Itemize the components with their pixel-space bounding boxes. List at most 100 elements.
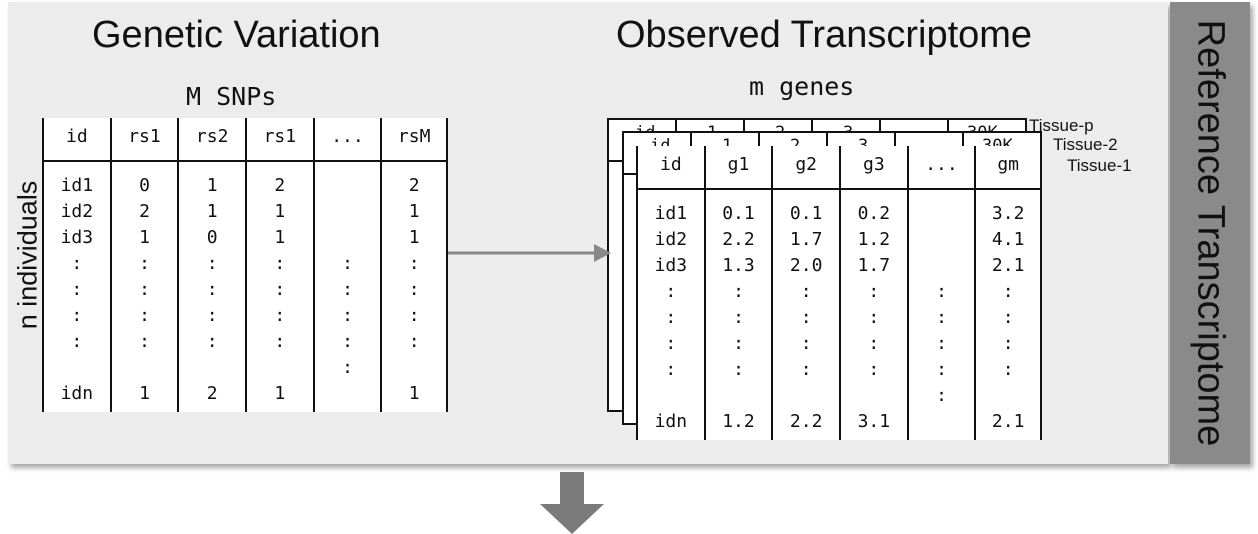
expression-cell: : [800, 281, 812, 302]
expression-cell: : [733, 307, 744, 328]
snp-cell: : [274, 331, 286, 352]
snp-cell: 2 [206, 383, 218, 404]
snp-cell: : [71, 253, 83, 274]
snp-cell: 2 [139, 201, 150, 222]
prediction-arrow [448, 244, 611, 262]
snp-cell: : [139, 305, 150, 326]
expression-cell: : [936, 333, 947, 354]
snp-count-label: M SNPs [186, 82, 277, 111]
snp-cell: : [408, 253, 420, 274]
expression-cell: 2.1 [991, 411, 1025, 432]
snp-cell: 1 [139, 227, 150, 248]
snp-cell: 0 [139, 175, 150, 196]
snp-cell: : [408, 331, 420, 352]
gene-count-label: m genes [749, 72, 855, 101]
expression-cell: 2.1 [991, 255, 1025, 276]
expression-cell: : [1002, 307, 1014, 328]
expression-cell: 2.2 [789, 411, 823, 432]
expression-cell: : [800, 333, 812, 354]
snp-cell: : [71, 305, 83, 326]
snp-cell: : [342, 305, 353, 326]
snp-cell: : [342, 253, 353, 274]
expression-cell: : [1002, 359, 1014, 380]
expression-cell: 4.1 [991, 229, 1025, 250]
snp-cell: 1 [274, 383, 286, 404]
expression-header-divider [636, 188, 1042, 190]
snp-cell: : [342, 331, 353, 352]
expression-cell: : [665, 333, 677, 354]
expression-cell: : [1002, 333, 1014, 354]
expression-column-header: g2 [795, 154, 817, 175]
expression-cell: 1.2 [722, 411, 755, 432]
reference-transcriptome-bar: Reference Transcriptome [1170, 2, 1250, 464]
expression-cell: : [936, 281, 947, 302]
snp-header-divider [42, 160, 448, 162]
snp-cell: : [274, 305, 286, 326]
snp-column: ...::::: [312, 118, 381, 412]
tissue-1-label: Tissue-1 [1067, 156, 1132, 175]
expression-cell: : [665, 359, 677, 380]
snp-column-header: rs1 [128, 126, 161, 147]
individuals-axis-label: n individuals [12, 180, 43, 330]
expression-cell: : [733, 359, 744, 380]
expression-cell: 0.1 [722, 203, 755, 224]
snp-cell: : [206, 305, 218, 326]
expression-cell: 2.0 [789, 255, 823, 276]
snp-column-header: rs1 [263, 126, 297, 147]
snp-cell: : [408, 305, 420, 326]
expression-cell: 1.7 [857, 255, 891, 276]
expression-cell: : [665, 307, 677, 328]
snp-cell: id3 [60, 227, 94, 248]
snp-cell: : [206, 279, 218, 300]
expression-cell: 1.3 [722, 255, 755, 276]
snp-column-header: id [65, 126, 88, 147]
snp-cell: : [274, 253, 286, 274]
expression-cell: : [1002, 281, 1014, 302]
snp-cell: 1 [408, 201, 420, 222]
snp-column-header: ... [331, 126, 364, 147]
expression-column-header: ... [925, 154, 958, 175]
reference-transcriptome-label: Reference Transcriptome [1189, 19, 1232, 447]
tissue-p-label: Tissue-p [1029, 116, 1094, 135]
observed-transcriptome-title: Observed Transcriptome [616, 14, 1033, 56]
snp-cell: 1 [206, 175, 218, 196]
snp-cell: : [274, 279, 286, 300]
snp-cell: : [342, 357, 353, 378]
expression-cell: : [936, 307, 947, 328]
expression-cell: id3 [654, 255, 688, 276]
expression-column: ...::::: [906, 146, 975, 440]
expression-cell: : [936, 359, 947, 380]
expression-cell: 1.7 [789, 229, 823, 250]
expression-cell: id2 [654, 229, 688, 250]
expression-cell: id1 [654, 203, 688, 224]
snp-cell: 1 [408, 227, 420, 248]
expression-cell: : [733, 281, 744, 302]
snp-cell: idn [60, 383, 94, 404]
expression-column-header: id [659, 154, 682, 175]
expression-cell: : [868, 333, 880, 354]
snp-cell: 2 [408, 175, 420, 196]
expression-cell: : [665, 281, 677, 302]
snp-column-header: rsM [397, 126, 431, 147]
snp-cell: 1 [408, 383, 420, 404]
snp-cell: : [342, 279, 353, 300]
snp-cell: : [408, 279, 420, 300]
snp-cell: 1 [206, 201, 218, 222]
expression-cell: : [733, 333, 744, 354]
snp-cell: 1 [139, 383, 150, 404]
snp-cell: 1 [274, 201, 286, 222]
snp-cell: : [71, 331, 83, 352]
expression-column-header: gm [997, 154, 1019, 175]
expression-cell: 3.2 [991, 203, 1025, 224]
snp-cell: : [206, 331, 218, 352]
expression-cell: 0.1 [789, 203, 823, 224]
snp-cell: : [139, 331, 150, 352]
